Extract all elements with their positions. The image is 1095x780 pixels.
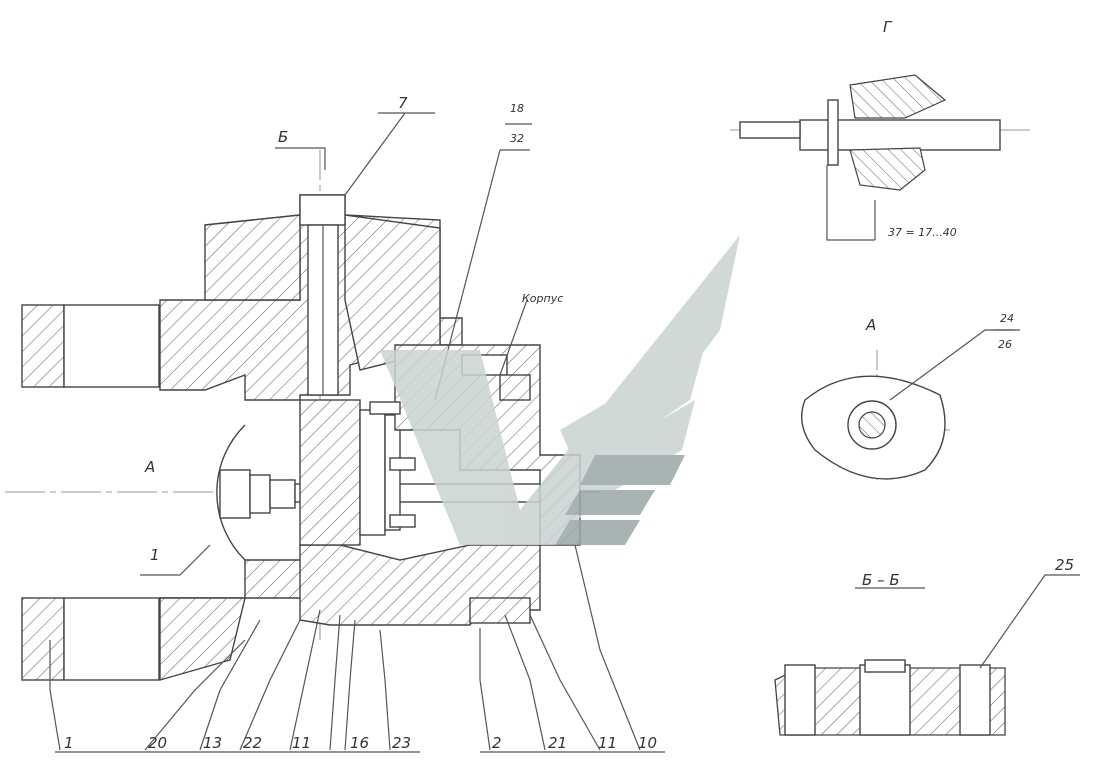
watermark-wing-2 <box>560 345 705 475</box>
callout-bottom-1: 1 <box>64 734 74 752</box>
callout-bottom-11b: 11 <box>598 734 617 752</box>
left-flange-top <box>21 304 65 388</box>
watermark-stripe-1 <box>580 455 685 485</box>
a-nut-inner <box>858 411 886 439</box>
view-g-title: Г <box>883 18 893 36</box>
view-bb-title: Б – Б <box>862 571 900 589</box>
callout-bottom-10: 10 <box>638 734 657 752</box>
watermark-wing-main <box>380 235 740 545</box>
left-flange-bore-top <box>63 304 160 388</box>
callout-bottom-20: 20 <box>148 734 167 752</box>
callout-bottom-22: 22 <box>243 734 262 752</box>
left-flange-bore-bottom <box>63 597 160 681</box>
callout-bottom-23: 23 <box>392 734 411 752</box>
callout-frac-top-den: 32 <box>510 132 524 145</box>
labels: Г А Б – Б Б А Корпус 37 = 17...40 7 18 3… <box>55 18 1074 753</box>
g-spring-upper <box>849 74 947 119</box>
nut-left <box>219 469 251 519</box>
view-g <box>730 74 1030 241</box>
callout-bottom-13: 13 <box>203 734 222 752</box>
callout-frac-top-num: 18 <box>510 102 524 115</box>
main-section-view <box>5 112 641 751</box>
callout-bottom-16: 16 <box>350 734 369 752</box>
view-a-title: А <box>865 316 876 334</box>
housing-lower <box>159 544 541 652</box>
bb-bolt-center <box>859 664 911 736</box>
g-thread <box>739 121 801 139</box>
g-spring-lower <box>849 147 926 191</box>
callout-right-25: 25 <box>1055 556 1074 574</box>
view-bb <box>774 574 1080 736</box>
piston <box>299 399 361 546</box>
left-flange-bottom <box>21 597 65 681</box>
bottom-leaders <box>49 544 641 751</box>
callout-7: 7 <box>398 94 408 112</box>
watermark-stripe-2 <box>565 490 655 515</box>
bb-bolt-right <box>959 664 991 736</box>
callout-bottom-2: 2 <box>492 734 502 752</box>
view-a <box>801 329 1015 480</box>
bb-bolt-left <box>784 664 816 736</box>
callout-frac-a-den: 26 <box>998 338 1012 351</box>
vertical-channel <box>299 194 346 226</box>
callout-bottom-11a: 11 <box>292 734 311 752</box>
callout-frac-a-num: 24 <box>1000 312 1014 325</box>
korpus-label: Корпус <box>522 292 563 305</box>
g-flange <box>827 99 839 166</box>
dimension-g-label: 37 = 17...40 <box>888 226 957 239</box>
axis-label-a: А <box>144 458 155 476</box>
section-marker-b: Б <box>278 128 288 146</box>
callout-left-1: 1 <box>150 546 160 564</box>
callout-bottom-21: 21 <box>548 734 567 752</box>
watermark-stripe-3 <box>555 520 640 545</box>
watermark-logo <box>380 235 740 545</box>
bottom-callouts: 1 20 13 22 11 16 23 2 21 11 10 <box>55 734 665 753</box>
